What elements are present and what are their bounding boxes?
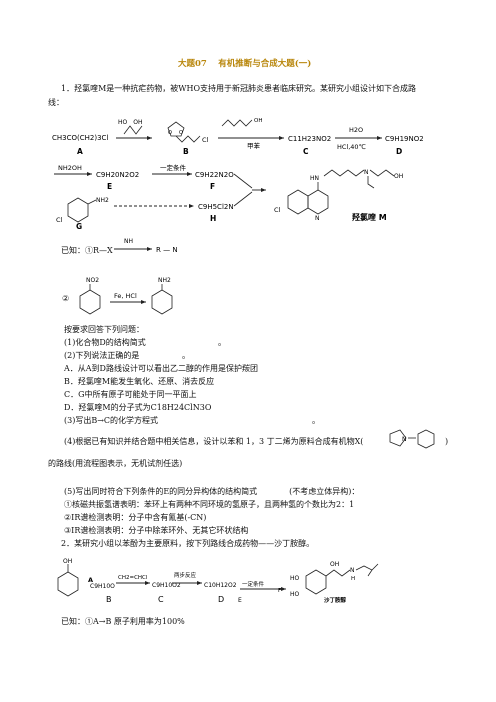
q2-label-d: D [218, 595, 224, 604]
q2-label-f: F [278, 588, 281, 594]
sub-question-4-line2: 的路线(用流程图表示，无机试剂任选) [48, 459, 183, 468]
known-1-label: 已知：①R—X [61, 246, 113, 255]
known-product: R — N [156, 246, 178, 254]
m-hn: HN [310, 175, 319, 182]
q2-intro: 2．某研究小组以苯酚为主要原料，按下列路线合成药物——沙丁胺醇。 [61, 539, 315, 548]
g-nh2: NH2 [96, 197, 109, 204]
q2-known: 已知：①A→B 原子利用率为100% [61, 617, 185, 626]
q1-intro-line1: 1．羟氯喹M是一种抗疟药物，被WHO支持用于新冠肺炎患者临床研究。某研究小组设计… [61, 84, 417, 93]
hydroxychloroquine-structure: Cl N HN N OH 羟氯喹 M [274, 169, 403, 222]
ketal-ring [167, 121, 185, 137]
g-benzene-ring [67, 197, 89, 223]
page-title: 大题07 有机推断与合成大题(一) [178, 59, 312, 69]
sub-question-3: (3)写出B→C的化学方程式 [64, 416, 159, 425]
condition-3: ③IR谱检测表明：分子中除苯环外、无其它环状结构 [64, 526, 249, 535]
c-formula: C11H23NO2 [288, 135, 331, 143]
m-oh: OH [394, 173, 403, 180]
reagent-diol: HO OH [118, 119, 142, 126]
condition-2: ②IR谱检测表明：分子中含有氰基(-CN) [64, 513, 207, 522]
sub-question-1-dot: 。 [218, 338, 226, 347]
m-cl: Cl [274, 206, 281, 214]
phenol-ring [57, 571, 79, 597]
sub-question-3-dot: 。 [312, 416, 320, 425]
q2-label-b: B [106, 595, 112, 604]
solvent-toluene: 甲苯 [247, 141, 261, 150]
compound-x-structure: N [389, 429, 435, 449]
sal-oh: OH [330, 561, 339, 568]
label-c: C [303, 147, 309, 156]
sub-question-2-dot: 。 [182, 351, 190, 360]
d-formula: C9H19NO2 [385, 135, 424, 143]
reagent-allyl: CH2=CHCl [118, 575, 148, 581]
cl-b: Cl [202, 136, 209, 144]
e-formula: C9H20N2O2 [96, 171, 139, 179]
nitrobenzene-ring [79, 289, 101, 315]
water-reagent: H2O [349, 126, 363, 134]
phenyl-ring [417, 429, 435, 449]
svg-text:N: N [402, 436, 407, 443]
glycol-structure [123, 125, 143, 135]
start-formula: CH3CO(CH2)3Cl [52, 134, 108, 142]
sub-question-4-close: ) [445, 437, 449, 446]
known-2-scheme: NO2 Fe, HCl NH2 [79, 277, 173, 315]
svg-text:OH: OH [254, 118, 262, 124]
known2-reagent: Fe, HCl [114, 292, 137, 300]
label-g: G [76, 222, 82, 230]
option-b: B．羟氯喹M能发生氧化、还原、消去反应 [64, 377, 215, 386]
sub-question-2: (2)下列说法正确的是 [64, 351, 140, 360]
q2-scheme: OH A CH2=CHCl C9H10O B C9H10O2 C 两步反应 C1… [57, 558, 379, 604]
q1-scheme-row1: CH3CO(CH2)3Cl A HO OH O O Cl B OH 甲苯 C11H… [52, 118, 424, 156]
option-d: D．羟氯喹M的分子式为C18H24ClN3O [64, 403, 212, 412]
q2-rearr: 两步反应 [174, 571, 197, 579]
known2-no2: NO2 [86, 277, 99, 284]
sal-name: 沙丁胺醇 [324, 596, 347, 604]
sal-h: H [351, 576, 355, 582]
sal-ho2: HO [290, 591, 300, 598]
salbutamol-structure: HO HO OH N H 沙丁胺醇 [290, 561, 379, 604]
known2-nh2: NH2 [158, 277, 171, 284]
label-h: H [210, 214, 216, 223]
acid-cond: HCl,40℃ [337, 143, 366, 151]
label-b: B [183, 147, 189, 156]
q1-scheme-row2: NH2OH C9H20N2O2 E 一定条件 C9H22N2O F Cl NH2… [54, 163, 403, 230]
sal-ho1: HO [290, 575, 300, 582]
m-n-ring: N [315, 215, 320, 222]
phenol-oh: OH [63, 558, 72, 565]
option-a: A．从A到D路线设计可以看出乙二醇的作用是保护羰团 [64, 364, 258, 373]
d-formula: C10H12O2 [204, 582, 237, 589]
q2-cond-certain: 一定条件 [242, 580, 265, 588]
sub-question-1: (1)化合物D的结构简式 [64, 338, 146, 347]
m-name: 羟氯喹 M [352, 212, 387, 222]
cond-certain-f: 一定条件 [160, 163, 187, 172]
label-e: E [107, 182, 112, 191]
label-d: D [396, 147, 402, 156]
sub-question-5: (5)写出同时符合下列条件的E的同分异构体的结构简式 (不考虑立体异构)： [64, 487, 360, 496]
known-nh: NH [124, 238, 133, 245]
svg-text:O: O [168, 130, 172, 136]
label-f: F [210, 182, 215, 191]
sub-question-4-line1: (4)根据已有知识并结合题中相关信息，设计以苯和 1，3 丁二烯为原料合成有机物… [64, 437, 364, 446]
nh2oh: NH2OH [58, 164, 82, 172]
aminoethanol-structure [221, 119, 253, 127]
known-1-scheme: NH R — N [114, 238, 178, 254]
q2-label-e: E [238, 597, 242, 604]
option-c: C．G中所有原子可能处于同一平面上 [64, 390, 197, 399]
condition-1: ①核磁共振氢谱表明：苯环上有两种不同环境的氢原子，且两种氢的个数比为2：1 [64, 500, 355, 509]
c-formula: C9H10O2 [152, 582, 181, 589]
known-2-num: ② [62, 294, 70, 303]
h-formula: C9H5Cl2N [198, 203, 234, 211]
b-formula: C9H10O [90, 583, 115, 590]
f-formula: C9H22N2O [195, 171, 234, 179]
q1-intro-line2: 线： [48, 98, 64, 107]
prompt: 按要求回答下列问题： [64, 325, 144, 334]
pyrrolidine-ring [389, 429, 407, 447]
sal-n: N [350, 567, 355, 574]
svg-text:O: O [179, 130, 183, 136]
m-n: N [364, 169, 369, 176]
q2-label-c: C [158, 595, 164, 604]
q2-label-a: A [88, 576, 93, 584]
aniline-ring [151, 289, 173, 315]
label-a: A [77, 147, 83, 156]
g-cl: Cl [56, 216, 63, 224]
